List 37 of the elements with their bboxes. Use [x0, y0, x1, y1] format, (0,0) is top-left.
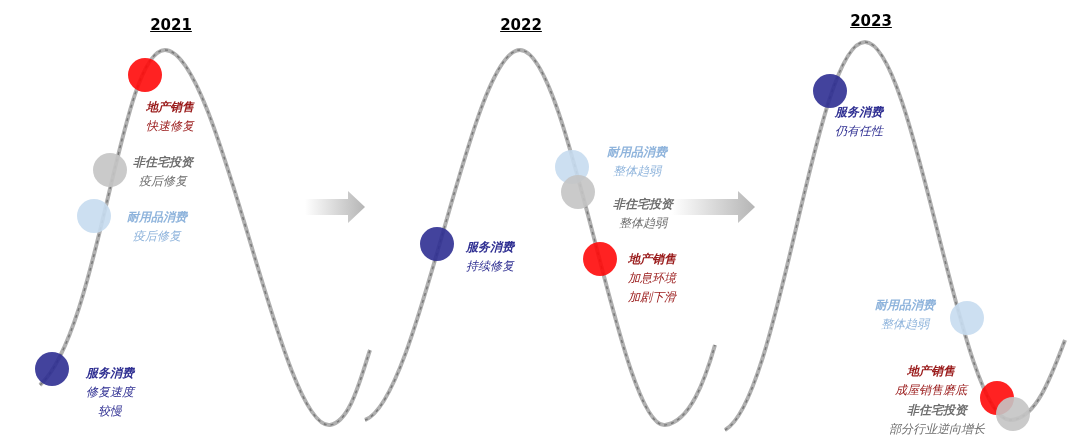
category-label: 非住宅投资: [133, 154, 193, 171]
status-note: 加息环境加剧下滑: [627, 270, 677, 306]
marker-dot: [35, 352, 69, 386]
marker-dot: [93, 153, 127, 187]
category-label: 服务消费: [466, 239, 514, 256]
category-label: 地产销售: [146, 99, 194, 116]
marker-dot: [420, 227, 454, 261]
marker-dot: [950, 301, 984, 335]
status-note: 疫后修复: [133, 228, 181, 245]
status-note: 持续修复: [466, 258, 514, 275]
marker-dot: [128, 58, 162, 92]
category-label: 耐用品消费: [607, 144, 667, 161]
status-note: 快速修复: [146, 118, 194, 135]
year-heading: 2021: [150, 16, 192, 34]
status-note: 整体趋弱: [619, 215, 667, 232]
status-note: 整体趋弱: [881, 316, 929, 333]
status-note: 成屋销售磨底: [895, 382, 967, 399]
year-heading: 2022: [500, 16, 542, 34]
category-label: 非住宅投资: [613, 196, 673, 213]
category-label: 地产销售: [907, 363, 955, 380]
category-label: 地产销售: [628, 251, 676, 268]
marker-dot: [583, 242, 617, 276]
year-heading: 2023: [850, 12, 892, 30]
category-label: 耐用品消费: [127, 209, 187, 226]
status-note: 整体趋弱: [613, 163, 661, 180]
marker-dot: [996, 397, 1030, 431]
marker-dot: [561, 175, 595, 209]
status-note: 部分行业逆向增长: [889, 421, 985, 438]
status-note: 疫后修复: [139, 173, 187, 190]
status-note: 仍有任性: [835, 123, 883, 140]
category-label: 服务消费: [835, 104, 883, 121]
status-note: 修复速度较慢: [85, 384, 135, 420]
category-label: 耐用品消费: [875, 297, 935, 314]
marker-dot: [813, 74, 847, 108]
category-label: 服务消费: [86, 365, 134, 382]
category-label: 非住宅投资: [907, 402, 967, 419]
marker-dot: [77, 199, 111, 233]
